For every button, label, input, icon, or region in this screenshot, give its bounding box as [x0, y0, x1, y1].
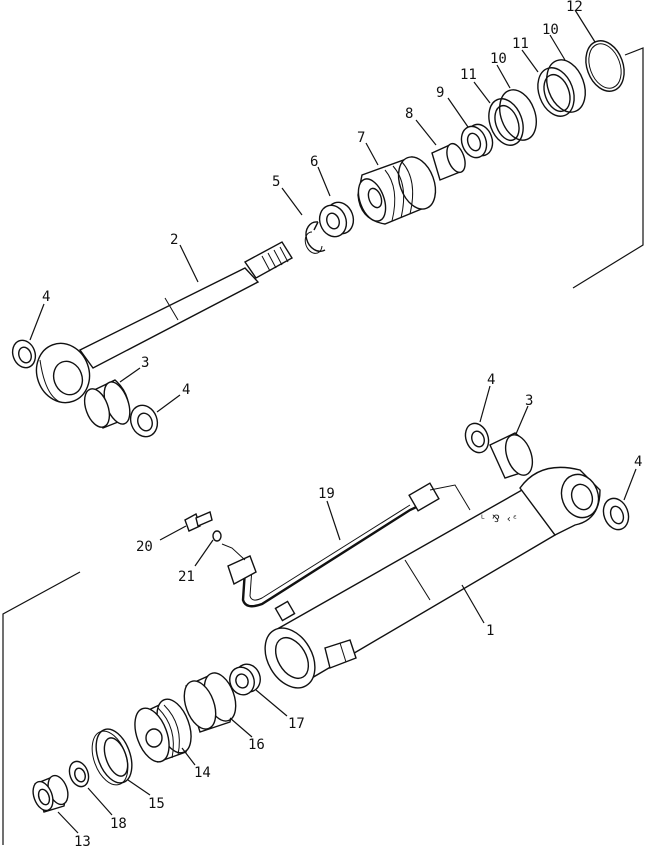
o-ring-rear — [546, 59, 586, 113]
callout-21: 21 — [178, 569, 195, 585]
callout-6: 6 — [310, 154, 318, 170]
piston-lock-nut — [229, 663, 261, 696]
callout-18: 18 — [110, 816, 127, 832]
pipe — [221, 482, 471, 608]
callout-4-tube-right: 4 — [634, 454, 642, 470]
callout-11-lower: 11 — [460, 67, 477, 83]
callout-17: 17 — [288, 716, 305, 732]
callout-19: 19 — [318, 486, 335, 502]
callout-10-lower: 10 — [490, 51, 507, 67]
dust-seal-rod-right — [129, 404, 159, 438]
o-ring-large — [585, 40, 625, 92]
dust-seal-rod-left — [11, 339, 37, 369]
cushion-bushing — [32, 774, 69, 813]
callout-3-tube: 3 — [525, 393, 533, 409]
cylinder-tube: ᴸ ⅋ ‹ᵋ — [264, 466, 601, 689]
leader-lines — [29, 9, 637, 834]
svg-text:ᴸ ⅋ ‹ᵋ: ᴸ ⅋ ‹ᵋ — [480, 514, 518, 525]
callout-15: 15 — [148, 796, 165, 812]
backup-ring-front — [488, 98, 524, 146]
snap-ring — [304, 221, 326, 254]
o-ring-front — [499, 89, 537, 141]
callout-labels: 12 10 11 10 11 9 8 7 6 5 2 4 3 4 4 3 4 1… — [42, 0, 642, 850]
piston-ring — [91, 728, 133, 786]
dust-seal-tube-left — [464, 422, 490, 454]
piston — [134, 698, 192, 763]
washer — [212, 530, 222, 542]
head-bushing — [431, 142, 466, 181]
dust-seal-tube-right — [602, 497, 630, 531]
wear-ring — [183, 672, 237, 733]
bushing-rod — [83, 379, 131, 429]
callout-1: 1 — [486, 623, 494, 639]
callout-2: 2 — [170, 232, 178, 248]
callout-10-upper: 10 — [542, 22, 559, 38]
piston-rod — [35, 241, 293, 404]
callout-16: 16 — [248, 737, 265, 753]
callout-4-tube-left: 4 — [487, 372, 495, 388]
group-bracket-lower — [2, 571, 81, 845]
cylinder-head — [357, 156, 437, 225]
callout-13: 13 — [74, 834, 91, 850]
cushion-seal — [68, 760, 90, 788]
callout-20: 20 — [136, 539, 153, 555]
callout-8: 8 — [405, 106, 413, 122]
callout-4-rod-left: 4 — [42, 289, 50, 305]
callout-9: 9 — [436, 85, 444, 101]
callout-7: 7 — [357, 130, 365, 146]
callout-5: 5 — [272, 174, 280, 190]
callout-3-rod: 3 — [141, 355, 149, 371]
rod-packing — [460, 123, 494, 159]
piston-nut — [318, 201, 355, 238]
callout-14: 14 — [194, 765, 211, 781]
callout-11-upper: 11 — [512, 36, 529, 52]
bushing-tube — [489, 432, 534, 479]
bolt — [184, 511, 213, 532]
group-bracket-upper — [572, 47, 644, 289]
callout-12: 12 — [566, 0, 583, 15]
callout-4-rod-right: 4 — [182, 382, 190, 398]
